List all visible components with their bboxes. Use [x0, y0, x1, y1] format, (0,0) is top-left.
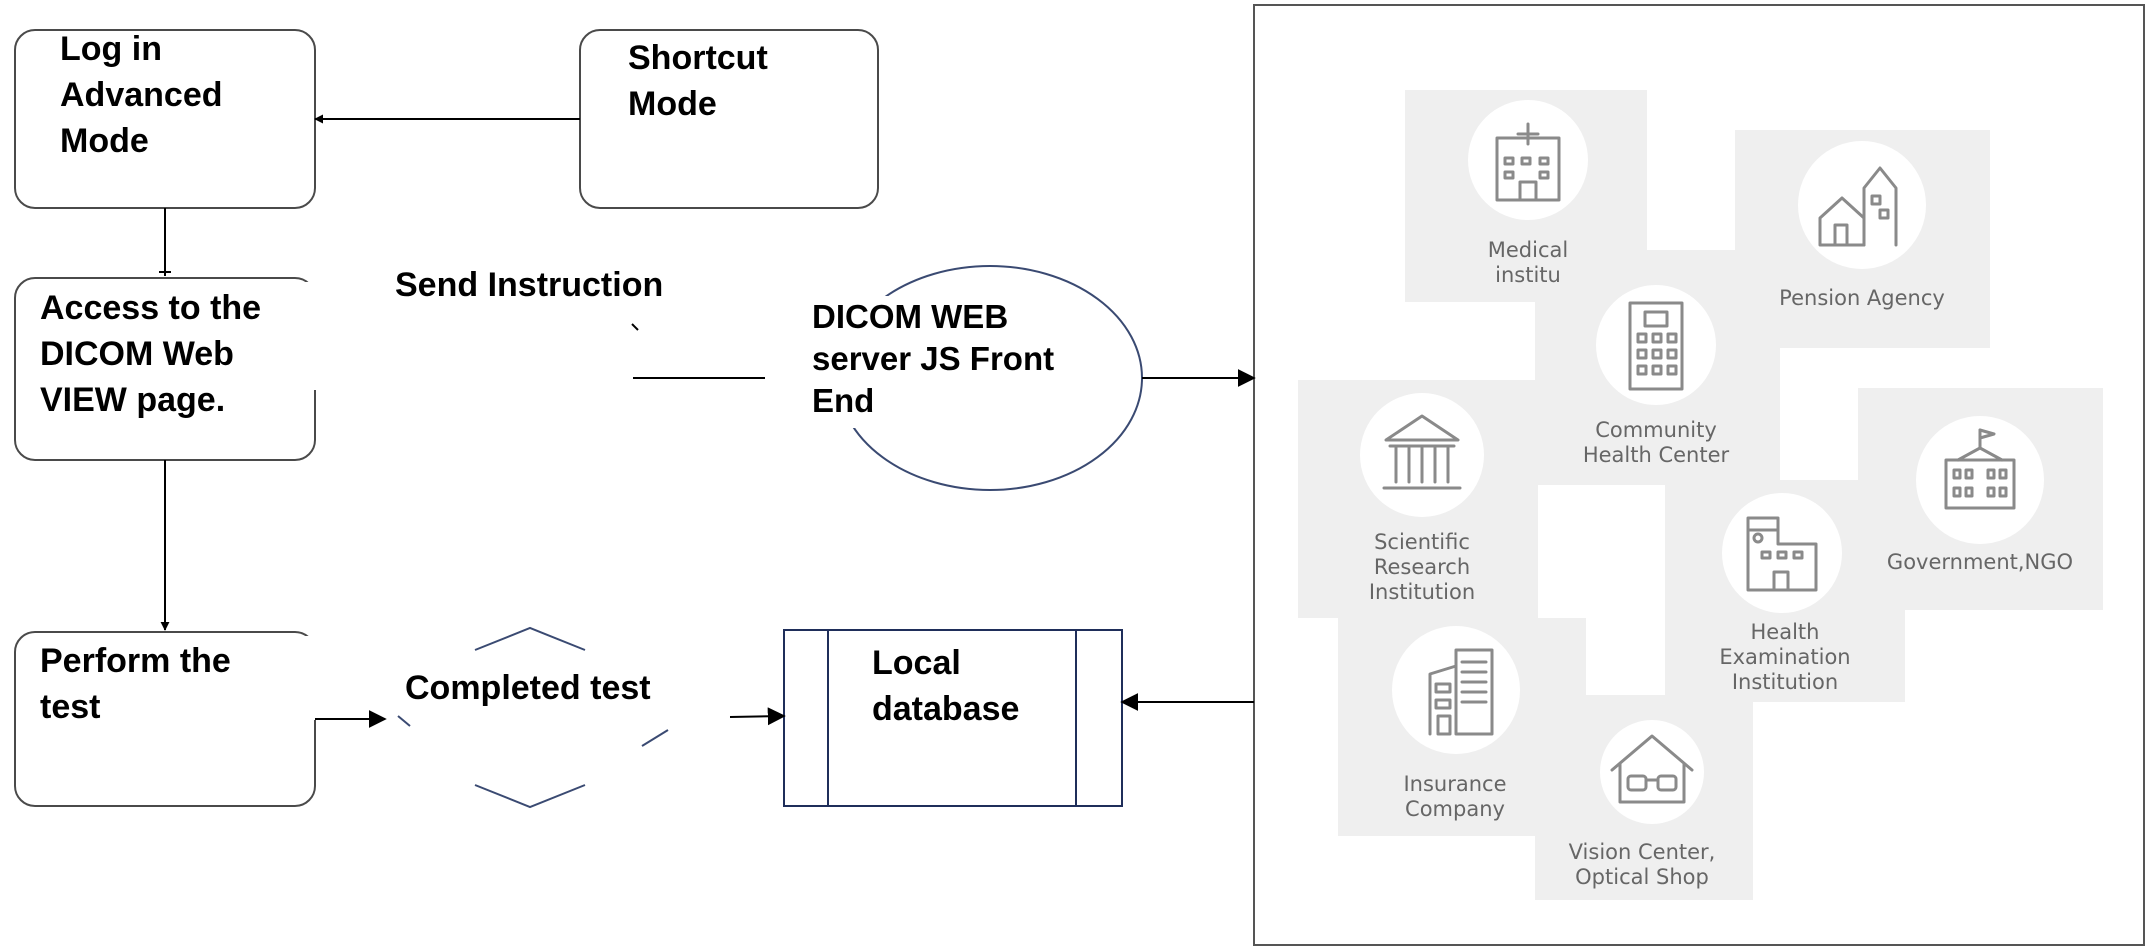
dicom-server-line-2: server JS Front — [812, 340, 1055, 377]
access-page-line-3: VIEW page. — [40, 381, 226, 419]
health-exam-line-1: Health — [1750, 620, 1820, 644]
pension-circle — [1798, 141, 1926, 269]
clinic-icon — [1746, 516, 1818, 592]
pension-line-1: Pension Agency — [1779, 286, 1945, 310]
access-page-label: Access to the DICOM Web VIEW page. — [40, 285, 261, 423]
vision-line-1: Vision Center, — [1568, 840, 1716, 864]
completed-test-text: Completed test — [405, 669, 651, 707]
classical-building-icon — [1382, 414, 1462, 490]
vision-center-label: Vision Center, Optical Shop — [1552, 840, 1732, 890]
community-health-label: Community Health Center — [1566, 418, 1746, 468]
dicom-server-line-1: DICOM WEB — [812, 298, 1009, 335]
perform-test-line-1: Perform the — [40, 642, 231, 680]
tower-icon — [1428, 648, 1494, 736]
shortcut-mode-line-1: Shortcut — [628, 39, 768, 77]
send-instruction-text: Send Instruction — [395, 266, 664, 304]
institutions-panel — [1253, 4, 2145, 946]
house-glasses-icon — [1610, 734, 1694, 804]
government-line-1: Government,NGO — [1886, 550, 2074, 574]
dicom-server-label: DICOM WEB server JS Front End — [812, 296, 1054, 422]
health-exam-line-2: Examination — [1719, 645, 1851, 669]
vision-circle — [1600, 720, 1704, 824]
shortcut-mode-line-2: Mode — [628, 85, 717, 123]
local-database-box — [783, 629, 1123, 807]
access-label-mask — [30, 282, 338, 390]
access-page-line-2: DICOM Web — [40, 335, 234, 373]
access-page-line-1: Access to the — [40, 289, 262, 327]
scientific-line-2: Research — [1373, 555, 1471, 579]
buildings-icon — [1818, 166, 1898, 247]
medical-circle — [1468, 100, 1588, 220]
perform-test-line-2: test — [40, 688, 101, 726]
send-instruction-label: Send Instruction — [395, 262, 663, 308]
medical-institution-label: Medical institu — [1448, 238, 1608, 288]
pension-agency-label: Pension Agency — [1762, 286, 1962, 311]
advanced-mode-line-3: Mode — [60, 122, 149, 160]
health-exam-line-3: Institution — [1731, 670, 1839, 694]
local-database-line-2: database — [872, 690, 1020, 728]
completed-test-diamond — [397, 626, 669, 809]
insurance-company-label: Insurance Company — [1375, 772, 1535, 822]
insurance-line-2: Company — [1405, 797, 1505, 821]
perform-test-label: Perform the test — [40, 638, 231, 730]
advanced-mode-line-2: Advanced — [60, 76, 223, 114]
health-exam-label: Health Examination Institution — [1700, 620, 1870, 695]
perform-label-mask — [28, 636, 328, 720]
medical-line-2: institu — [1495, 263, 1561, 287]
vision-line-2: Optical Shop — [1575, 865, 1709, 889]
community-circle — [1596, 285, 1716, 405]
advanced-mode-label: Log in Advanced Mode — [60, 26, 223, 164]
government-building-icon — [1944, 428, 2016, 510]
local-database-label: Local database — [872, 640, 1019, 732]
government-ngo-label: Government,NGO — [1870, 550, 2090, 575]
community-line-1: Community — [1595, 418, 1717, 442]
advanced-mode-line-1: Log in — [60, 30, 162, 68]
scientific-line-3: Institution — [1368, 580, 1476, 604]
local-database-line-1: Local — [872, 644, 961, 682]
arrow-completed-to-database — [729, 707, 786, 726]
insurance-line-1: Insurance — [1403, 772, 1507, 796]
send-instruction-tick — [631, 323, 639, 331]
government-circle — [1916, 416, 2044, 544]
scientific-line-1: Scientific — [1374, 530, 1470, 554]
dicom-server-line-3: End — [812, 382, 875, 419]
shortcut-mode-label: Shortcut Mode — [628, 35, 768, 127]
completed-test-label: Completed test — [405, 665, 651, 711]
medical-line-1: Medical — [1487, 238, 1569, 262]
scientific-research-label: Scientific Research Institution — [1342, 530, 1502, 605]
community-line-2: Health Center — [1582, 443, 1730, 467]
hospital-icon — [1495, 122, 1561, 202]
office-building-icon — [1628, 301, 1684, 391]
dicom-label-mask — [805, 296, 1065, 428]
